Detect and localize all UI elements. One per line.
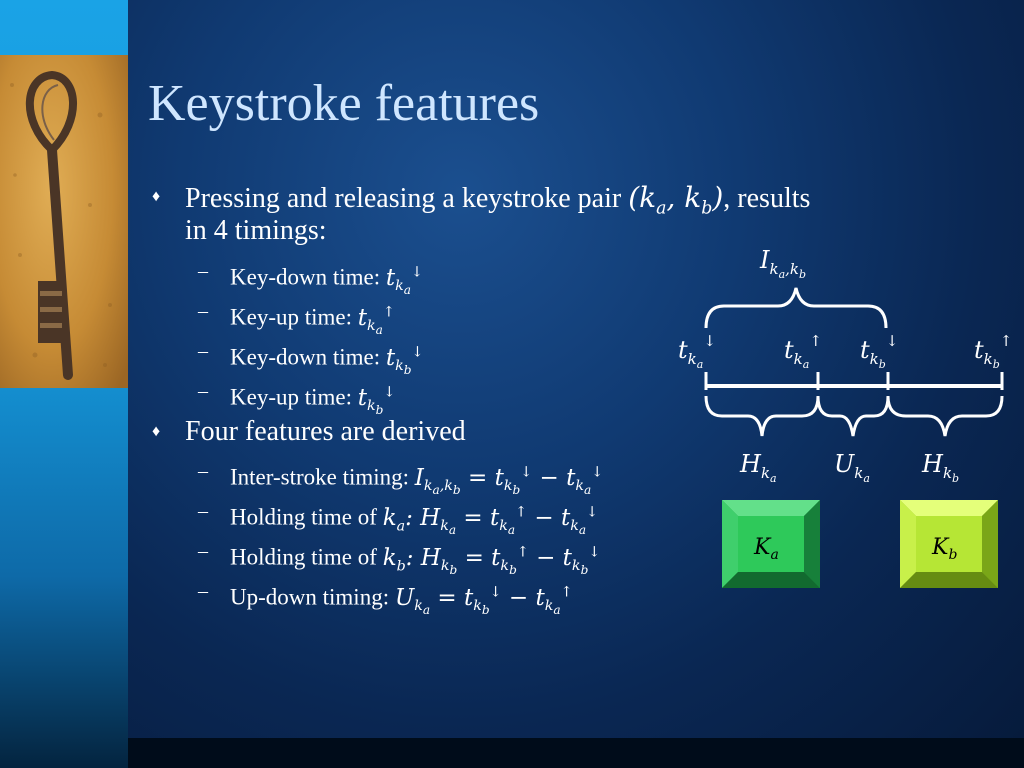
bullet-1-continuation: in 4 timings: bbox=[185, 215, 327, 246]
feature-item-2-math: ka: Hka = tka↑ − tka↓ bbox=[382, 504, 599, 538]
top-brace bbox=[704, 287, 888, 329]
sub-item-2: Key-up time: tka↑ bbox=[230, 298, 395, 344]
label-u-ka: Uka bbox=[834, 450, 870, 485]
feature-item-2: Holding time of ka: Hka = tka↑ − tka↓ bbox=[230, 498, 598, 544]
key-icon bbox=[0, 55, 128, 388]
bottom-strip bbox=[128, 738, 1024, 768]
dash-bullet: – bbox=[198, 340, 208, 362]
feature-item-4-math: Uka = tkb↓ − tka↑ bbox=[394, 584, 573, 618]
sub-item-2-label: Key-up time: bbox=[230, 304, 358, 330]
dash-bullet: – bbox=[198, 580, 208, 602]
feature-item-3: Holding time of kb: Hkb = tkb↑ − tkb↓ bbox=[230, 538, 600, 584]
feature-item-1-label: Inter-stroke timing: bbox=[230, 464, 415, 490]
bullet-1-text: Pressing and releasing a keystroke pair bbox=[185, 183, 622, 214]
sub-item-1: Key-down time: tka↓ bbox=[230, 258, 423, 304]
dash-bullet: – bbox=[198, 300, 208, 322]
brace-h-kb bbox=[886, 395, 1004, 437]
sub-item-3-math: tkb↓ bbox=[385, 344, 424, 378]
feature-item-2-label: Holding time of bbox=[230, 504, 383, 530]
feature-item-1-math: Ika,kb = tkb↓ − tka↓ bbox=[414, 464, 604, 498]
label-h-kb: Hkb bbox=[921, 450, 959, 485]
feature-item-3-math: kb: Hkb = tkb↑ − tkb↓ bbox=[382, 544, 601, 578]
diamond-bullet-icon: ♦ bbox=[152, 423, 161, 440]
sub-item-1-math: tka↓ bbox=[385, 264, 423, 298]
sub-item-4-label: Key-up time: bbox=[230, 384, 358, 410]
sub-item-2-math: tka↑ bbox=[357, 304, 395, 338]
feature-item-4: Up-down timing: Uka = tkb↓ − tka↑ bbox=[230, 578, 573, 624]
key-a-block: Ka bbox=[722, 500, 820, 588]
feature-item-3-label: Holding time of bbox=[230, 544, 383, 570]
dash-bullet: – bbox=[198, 460, 208, 482]
bullet-1: Pressing and releasing a keystroke pair … bbox=[185, 182, 810, 225]
timeline-label-3: tkb↓ bbox=[860, 332, 898, 371]
dash-bullet: – bbox=[198, 540, 208, 562]
label-h-ka: Hka bbox=[739, 450, 777, 485]
sub-item-4: Key-up time: tkb↓ bbox=[230, 378, 395, 424]
brace-h-ka bbox=[704, 395, 820, 437]
timing-diagram: Ika,kb tka↓ tka↑ tkb↓ tkb↑ Hka Uka Hkb bbox=[678, 246, 1012, 588]
key-pair-math: (ka, kb) bbox=[628, 181, 724, 219]
sub-item-4-math: tkb↓ bbox=[357, 384, 396, 418]
diamond-bullet-icon: ♦ bbox=[152, 188, 161, 205]
feature-item-4-label: Up-down timing: bbox=[230, 584, 395, 610]
bullet-1-suffix: , results bbox=[723, 183, 811, 214]
sub-item-3: Key-down time: tkb↓ bbox=[230, 338, 423, 384]
dash-bullet: – bbox=[198, 500, 208, 522]
key-b-block: Kb bbox=[900, 500, 998, 588]
timeline-label-2: tka↑ bbox=[784, 332, 822, 371]
sub-item-1-label: Key-down time: bbox=[230, 264, 386, 290]
feature-item-1: Inter-stroke timing: Ika,kb = tkb↓ − tka… bbox=[230, 458, 603, 504]
timeline-label-1: tka↓ bbox=[678, 332, 716, 371]
diagram-top-label: Ika,kb bbox=[759, 246, 806, 281]
bullet-2: Four features are derived bbox=[185, 416, 466, 447]
old-key-image bbox=[0, 55, 128, 388]
sub-item-3-label: Key-down time: bbox=[230, 344, 386, 370]
brace-u-ka bbox=[816, 395, 890, 437]
slide-title: Keystroke features bbox=[148, 75, 540, 132]
dash-bullet: – bbox=[198, 380, 208, 402]
dash-bullet: – bbox=[198, 260, 208, 282]
timeline-label-4: tkb↑ bbox=[974, 332, 1012, 371]
